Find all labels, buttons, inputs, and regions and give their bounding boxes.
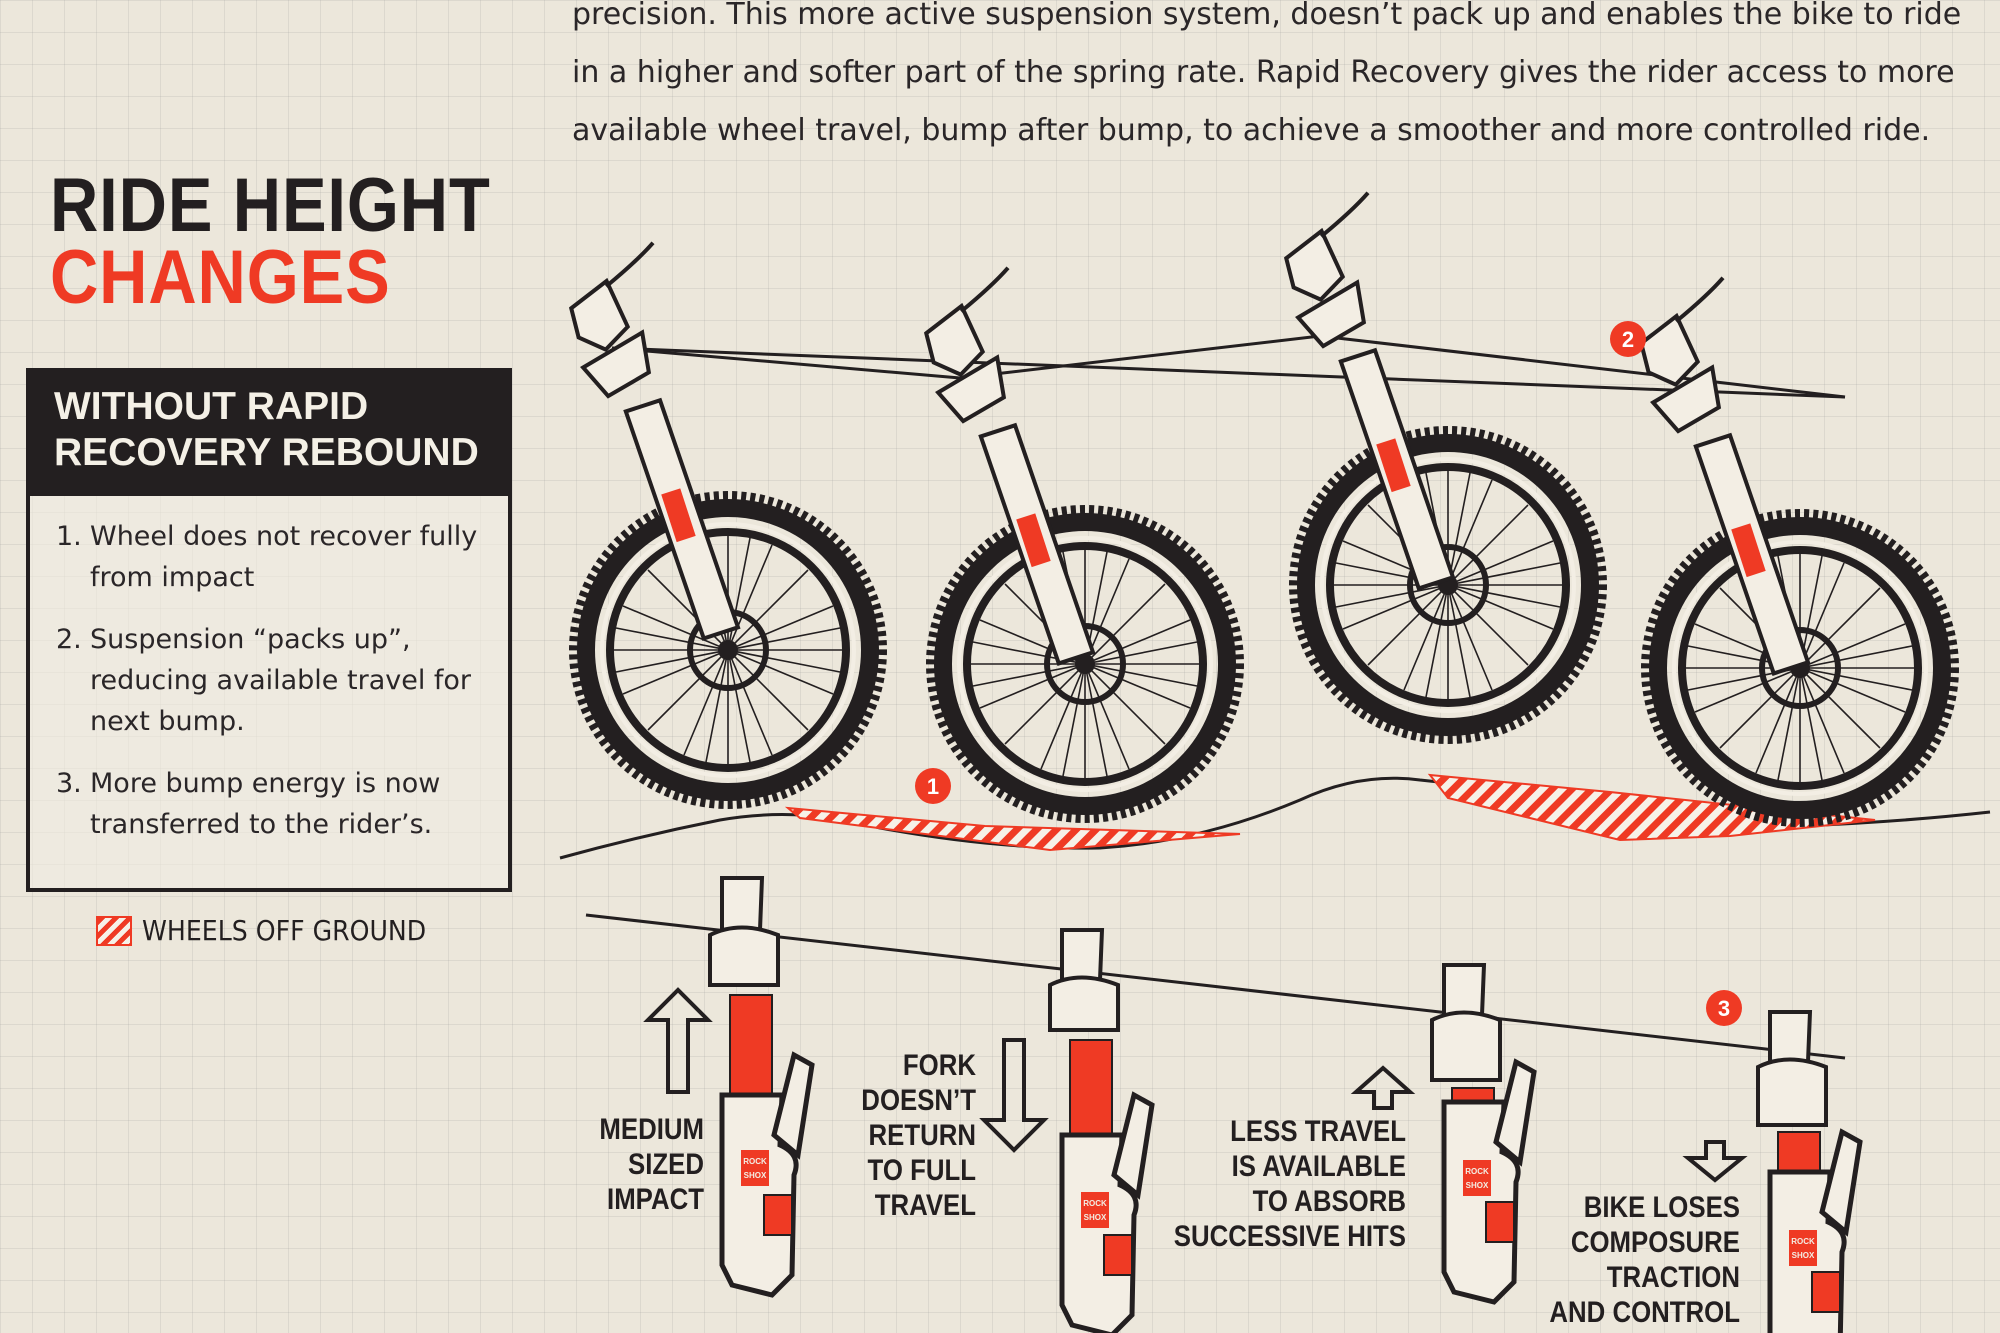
wheel-off-ground-area xyxy=(784,806,1241,852)
list-item-text: Suspension “packs up”, reducing availabl… xyxy=(90,624,472,737)
caption-medium-impact: MEDIUM SIZED IMPACT xyxy=(599,1113,704,1216)
badge-line-2: SHOX xyxy=(1466,1181,1489,1190)
fork-stage-1 xyxy=(643,876,812,1295)
legend-label: WHEELS OFF GROUND xyxy=(142,914,427,947)
rockshox-badge xyxy=(1463,1160,1491,1196)
list-item-number: 3. xyxy=(56,768,82,799)
bike-front-3 xyxy=(1266,190,1600,737)
list-item-text: Wheel does not recover fully from impact xyxy=(90,521,478,593)
fork-stage-2 xyxy=(979,928,1152,1333)
bike-front-1 xyxy=(551,240,880,802)
handlebar-path-line xyxy=(611,334,1846,399)
rockshox-badge xyxy=(1081,1192,1109,1228)
badge-line-2: SHOX xyxy=(1792,1251,1815,1260)
fork-stage-4 xyxy=(1682,1010,1860,1333)
fork-stage-3 xyxy=(1350,963,1534,1302)
caption-fork-no-return: FORK DOESN’T RETURN TO FULL TRAVEL xyxy=(861,1049,976,1222)
panel-heading: WITHOUT RAPID RECOVERY REBOUND xyxy=(30,372,508,496)
badge-line-2: SHOX xyxy=(1084,1213,1107,1222)
list-item-number: 1. xyxy=(56,521,82,552)
marker-2 xyxy=(1610,321,1646,357)
marker-3-label: 3 xyxy=(1718,996,1730,1021)
badge-line-1: ROCK xyxy=(1083,1199,1107,1208)
marker-2-label: 2 xyxy=(1622,327,1634,352)
caption-loses-composure: BIKE LOSES COMPOSURE TRACTION AND CONTRO… xyxy=(1549,1191,1740,1329)
marker-3 xyxy=(1706,990,1742,1026)
list-item: 3. More bump energy is now transferred t… xyxy=(56,763,486,845)
marker-1-label: 1 xyxy=(927,774,939,799)
page-title: RIDE HEIGHT CHANGES xyxy=(50,163,491,320)
title-line-2: CHANGES xyxy=(50,235,391,320)
list-item-number: 2. xyxy=(56,624,82,655)
panel-heading-line-1: WITHOUT RAPID xyxy=(54,385,369,428)
panel-heading-line-2: RECOVERY REBOUND xyxy=(54,431,479,474)
effects-list: 1. Wheel does not recover fully from imp… xyxy=(30,496,508,845)
rockshox-badge xyxy=(1789,1230,1817,1266)
badge-line-2: SHOX xyxy=(744,1171,767,1180)
rockshox-badge xyxy=(741,1150,769,1186)
legend: WHEELS OFF GROUND xyxy=(96,914,458,947)
badge-line-1: ROCK xyxy=(1465,1167,1489,1176)
intro-paragraph: precision. This more active suspension s… xyxy=(572,0,1962,148)
explanation-panel: WITHOUT RAPID RECOVERY REBOUND 1. Wheel … xyxy=(26,368,512,892)
list-item: 2. Suspension “packs up”, reducing avail… xyxy=(56,619,486,742)
hatch-swatch-icon xyxy=(96,915,132,946)
marker-1 xyxy=(915,768,951,804)
caption-less-travel: LESS TRAVEL IS AVAILABLE TO ABSORB SUCCE… xyxy=(1173,1115,1406,1253)
list-item-text: More bump energy is now transferred to t… xyxy=(90,768,441,840)
badge-line-1: ROCK xyxy=(1791,1237,1815,1246)
list-item: 1. Wheel does not recover fully from imp… xyxy=(56,516,486,598)
title-line-1: RIDE HEIGHT xyxy=(50,163,491,248)
badge-line-1: ROCK xyxy=(743,1157,767,1166)
bike-front-4 xyxy=(1621,275,1952,820)
fork-travel-line xyxy=(585,913,1846,1060)
handlebar-height-line xyxy=(611,346,1846,399)
wheel-off-ground-area xyxy=(1427,773,1876,842)
